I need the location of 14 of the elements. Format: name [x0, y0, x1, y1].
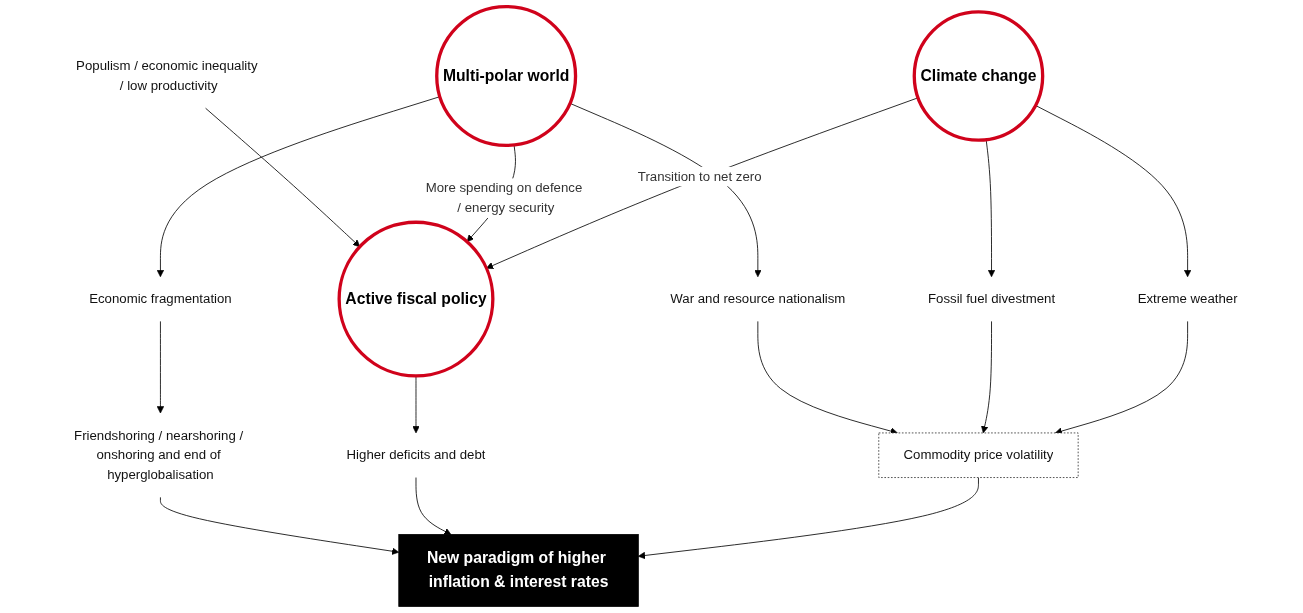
edge-label: More spending on defence / energy security — [425, 180, 583, 215]
node-text: Populism / economic inequality / low productivity — [76, 58, 258, 93]
node-text: Higher deficits and debt — [346, 447, 486, 462]
node-text: Fossil fuel divestment — [927, 291, 1056, 306]
node-text: Friendshoring / nearshoring / onshoring and end of hyperglobalisation — [74, 427, 244, 482]
node-circle: Climate change — [912, 10, 1045, 142]
node-circle: Multi-polar world — [435, 4, 578, 148]
node-circle: Active fiscal policy — [337, 220, 495, 378]
edge-label: Transition to net zero — [637, 169, 762, 184]
node-box: Commodity price volatility — [878, 432, 1079, 478]
node-text: Extreme weather — [1137, 291, 1238, 306]
node-box: New paradigm of higher inflation & interest rates — [398, 534, 639, 607]
node-text: Economic fragmentation — [89, 291, 232, 306]
node-text: War and resource nationalism — [670, 291, 846, 306]
